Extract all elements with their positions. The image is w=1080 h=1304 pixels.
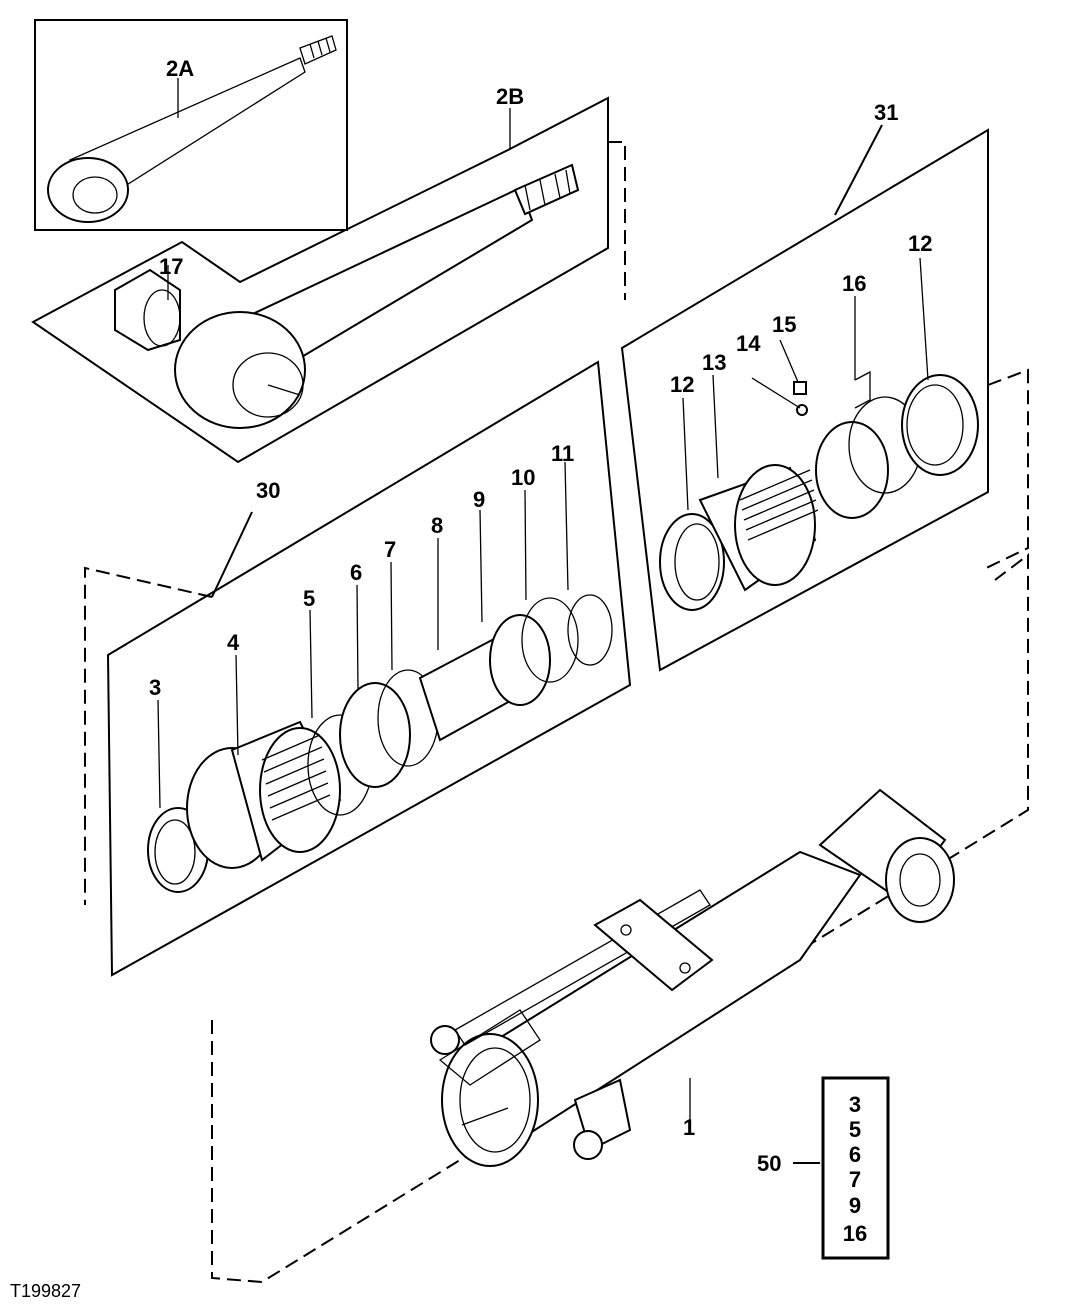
callout-2b: 2B [496,84,524,109]
kit-50-item: 3 [849,1092,861,1117]
callout-17: 17 [159,254,183,279]
kit-50-box [793,1076,890,1260]
figure-id: T199827 [10,1281,81,1301]
gland-group-30 [84,360,632,977]
callout-12-right: 12 [908,231,932,256]
callout-10: 10 [511,465,535,490]
callout-4: 4 [227,630,240,655]
piston-group-31 [620,124,1029,672]
kit-50-item: 5 [849,1117,861,1142]
callout-7: 7 [384,537,396,562]
kit-50-item: 7 [849,1167,861,1192]
callout-50: 50 [757,1151,781,1176]
callout-9: 9 [473,487,485,512]
callout-14: 14 [736,331,761,356]
kit-50-item: 16 [843,1221,867,1246]
barrel-1 [211,552,1029,1284]
callout-2a: 2A [166,56,194,81]
inset-rod-2a [34,19,348,231]
callout-8: 8 [431,513,443,538]
callout-13: 13 [702,350,726,375]
callout-30: 30 [256,478,280,503]
callout-3: 3 [149,675,161,700]
callout-1: 1 [683,1115,695,1140]
kit-50-item: 6 [849,1142,861,1167]
kit-50-item: 9 [849,1193,861,1218]
callout-6: 6 [350,560,362,585]
rod-2b-group [31,96,626,464]
callout-15: 15 [772,312,796,337]
callout-11: 11 [551,441,574,466]
callout-31: 31 [874,100,898,125]
callout-16: 16 [842,271,866,296]
callout-5: 5 [303,586,315,611]
callout-12-left: 12 [670,372,694,397]
